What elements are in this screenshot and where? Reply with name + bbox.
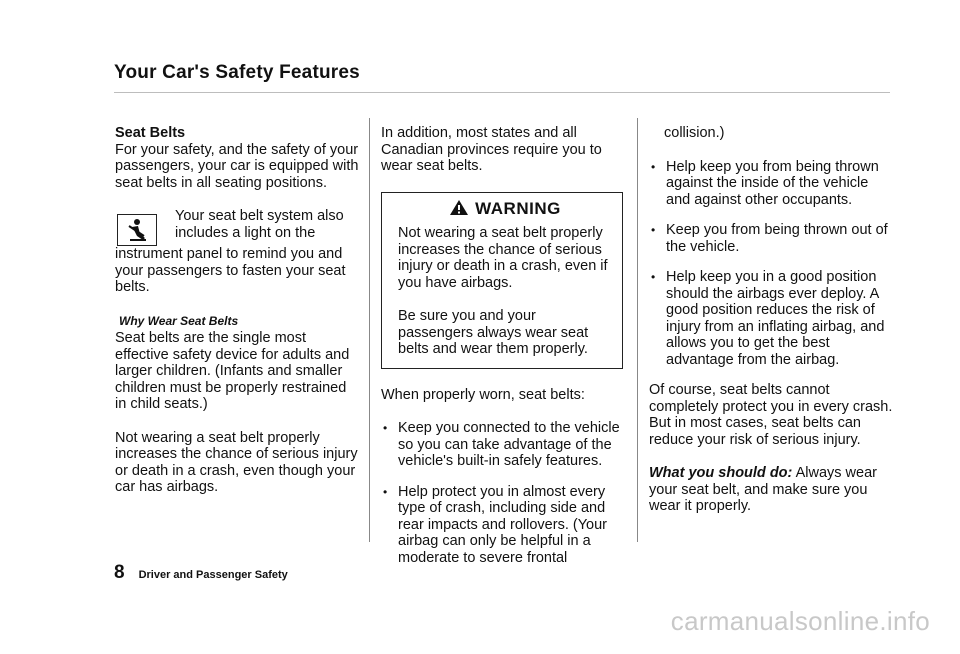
column-1: Seat Belts For your safety, and the safe… [115, 125, 360, 513]
subheading: Why Wear Seat Belts [119, 313, 239, 328]
page-title: Your Car's Safety Features [114, 62, 360, 83]
column-2: In addition, most states and all Canadia… [381, 125, 626, 580]
page-number: 8 [114, 562, 125, 583]
section-heading: Seat Belts [115, 125, 186, 141]
bullet-item: • Help keep you from being thrown agains… [649, 159, 894, 209]
bullet-item: • Keep you from being thrown out of the … [649, 222, 894, 255]
warning-box: WARNING Not wearing a seat belt properly… [381, 191, 623, 369]
bullet-text: Help keep you from being thrown against … [666, 158, 879, 208]
continuation-text: collision.) [664, 125, 725, 141]
warning-text: Not wearing a seat belt properly increas… [398, 225, 608, 291]
watermark: carmanualsonline.info [670, 606, 930, 636]
seat-belt-reminder-icon [117, 214, 157, 246]
advice-lead: What you should do: [649, 465, 793, 481]
warning-triangle-icon [449, 199, 469, 220]
page-footer: 8 Driver and Passenger Safety [114, 562, 288, 584]
bullet-dot: • [383, 421, 388, 435]
bullet-text: Help keep you in a good position should … [666, 269, 885, 368]
bullet-dot: • [651, 159, 656, 174]
column-divider-1 [369, 118, 370, 542]
paragraph: Of course, seat belts cannot completely … [649, 382, 893, 448]
bullet-text: Keep you connected to the vehicle so you… [398, 420, 620, 469]
column-divider-2 [637, 118, 638, 542]
paragraph: Seat belts are the single most effective… [115, 330, 350, 412]
intro-paragraph: For your safety, and the safety of your … [115, 141, 359, 191]
bullet-dot: • [651, 223, 656, 237]
warning-text: Be sure you and your passengers always w… [398, 308, 589, 357]
bullet-item: • Help keep you in a good position shoul… [649, 269, 894, 368]
reminder-icon-text: Your seat belt system also includes a li… [175, 208, 344, 241]
reminder-icon-row: Your seat belt system also includes a li… [115, 208, 360, 246]
header-divider [114, 92, 890, 93]
warning-banner: WARNING [398, 198, 612, 220]
bullet-dot: • [651, 270, 656, 284]
advice-paragraph: What you should do: Always wear your sea… [649, 465, 894, 515]
reminder-continuation: instrument panel to remind you and your … [115, 246, 346, 295]
paragraph: Not wearing a seat belt properly increas… [115, 429, 358, 496]
section-name: Driver and Passenger Safety [138, 568, 288, 581]
bullet-text: Keep you from being thrown out of the ve… [666, 222, 888, 255]
paragraph: When properly worn, seat belts: [381, 386, 585, 403]
intro-paragraph: In addition, most states and all Canadia… [381, 125, 602, 174]
column-3: collision.) • Help keep you from being t… [649, 125, 894, 532]
advice-text: Always wear your seat belt, and make sur… [649, 465, 877, 514]
bullet-dot: • [383, 484, 388, 499]
warning-label: WARNING [475, 198, 561, 218]
bullet-item: • Keep you connected to the vehicle so y… [381, 420, 626, 470]
bullet-text: Help protect you in almost every type of… [398, 483, 607, 566]
bullet-item: • Help protect you in almost every type … [381, 484, 626, 567]
